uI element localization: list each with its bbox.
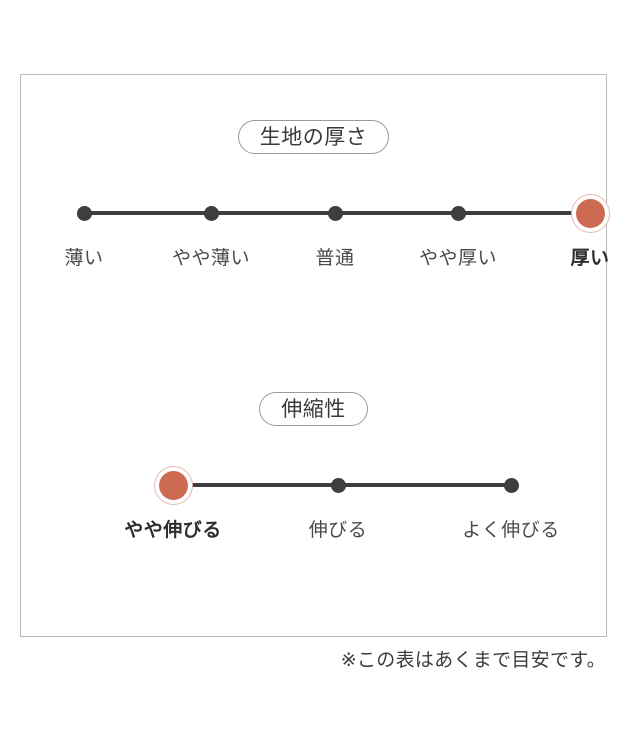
scale-label-normal: 普通 <box>315 248 355 269</box>
scale-label-stretchy: 伸びる <box>308 520 368 541</box>
section-title-thickness: 生地の厚さ <box>237 120 390 154</box>
pill-wrap-stretch: 伸縮性 <box>21 392 606 426</box>
scale-section-thickness: 生地の厚さ 薄い やや薄い 普通 やや厚い 厚い <box>21 120 610 276</box>
scale-dot-thick-selected[interactable] <box>575 198 605 228</box>
scale-dot-stretchy[interactable] <box>330 477 346 493</box>
scale-dot-slightly-stretchy-selected[interactable] <box>158 470 188 500</box>
fabric-spec-chart-frame: 生地の厚さ 薄い やや薄い 普通 やや厚い 厚い 伸縮性 <box>20 74 610 637</box>
scale-label-slightly-thin: やや薄い <box>171 248 251 269</box>
chart-footnote: ※この表はあくまで目安です。 <box>340 650 606 671</box>
scale-label-slightly-stretchy-selected: やや伸びる <box>124 520 222 541</box>
scale-label-thin: 薄い <box>64 248 104 269</box>
scale-label-very-stretchy: よく伸びる <box>462 520 560 541</box>
scale-dot-slightly-thick[interactable] <box>450 205 466 221</box>
scale-section-stretch: 伸縮性 やや伸びる 伸びる よく伸びる <box>21 392 606 548</box>
section-title-stretch: 伸縮性 <box>259 392 368 426</box>
scale-track-stretch <box>21 462 606 508</box>
scale-label-thick-selected: 厚い <box>570 248 610 269</box>
scale-labels-stretch: やや伸びる 伸びる よく伸びる <box>21 518 606 548</box>
pill-wrap-thickness: 生地の厚さ <box>21 120 606 154</box>
scale-dot-slightly-thin[interactable] <box>203 205 219 221</box>
scale-label-slightly-thick: やや厚い <box>418 248 498 269</box>
scale-dot-normal[interactable] <box>327 205 343 221</box>
scale-dot-thin[interactable] <box>76 205 92 221</box>
scale-track-thickness <box>21 190 606 236</box>
scale-dot-very-stretchy[interactable] <box>503 477 519 493</box>
scale-labels-thickness: 薄い やや薄い 普通 やや厚い 厚い <box>21 246 610 276</box>
